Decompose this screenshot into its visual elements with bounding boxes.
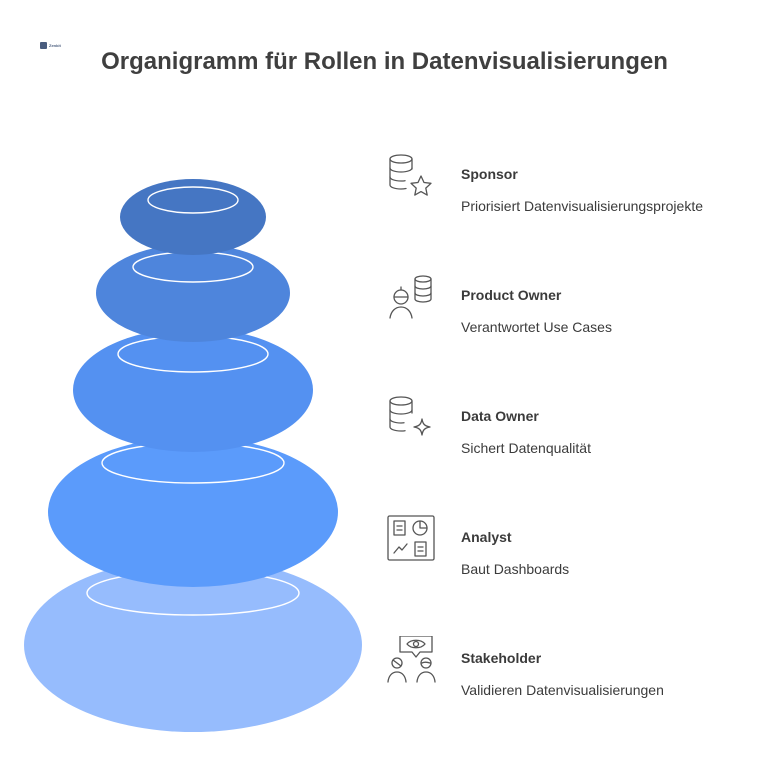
role-description: Priorisiert Datenvisualisierungsprojekte <box>461 198 703 214</box>
stack-ring-data-owner <box>73 328 313 452</box>
database-star-icon <box>389 154 432 196</box>
role-description: Verantwortet Use Cases <box>461 319 612 335</box>
role-name: Analyst <box>461 529 512 545</box>
role-stakeholder: Stakeholder Validieren Datenvisualisieru… <box>386 636 756 706</box>
logo-mark-icon <box>40 42 47 49</box>
logo-text: Zenkit <box>49 42 61 48</box>
stack-ring-product-owner <box>96 244 290 342</box>
database-sparkle-icon <box>389 396 431 436</box>
stack-ring-sponsor <box>120 179 266 255</box>
role-description: Validieren Datenvisualisierungen <box>461 682 664 698</box>
role-description: Baut Dashboards <box>461 561 570 577</box>
role-product-owner: Product Owner Verantwortet Use Cases <box>386 273 756 343</box>
role-description: Sichert Datenqualität <box>461 440 591 456</box>
role-name: Product Owner <box>461 287 562 303</box>
role-name: Stakeholder <box>461 650 542 666</box>
logo: Zenkit <box>40 42 61 49</box>
people-eye-icon <box>387 636 436 683</box>
role-sponsor: Sponsor Priorisiert Datenvisualisierungs… <box>386 152 756 222</box>
person-database-icon <box>389 275 432 319</box>
role-name: Data Owner <box>461 408 539 424</box>
page-title: Organigramm für Rollen in Datenvisualisi… <box>101 48 668 75</box>
role-analyst: Analyst Baut Dashboards <box>386 515 756 585</box>
role-data-owner: Data Owner Sichert Datenqualität <box>386 394 756 464</box>
role-name: Sponsor <box>461 166 518 182</box>
stack-ring-analyst <box>48 437 338 587</box>
dashboard-icon <box>387 515 435 561</box>
